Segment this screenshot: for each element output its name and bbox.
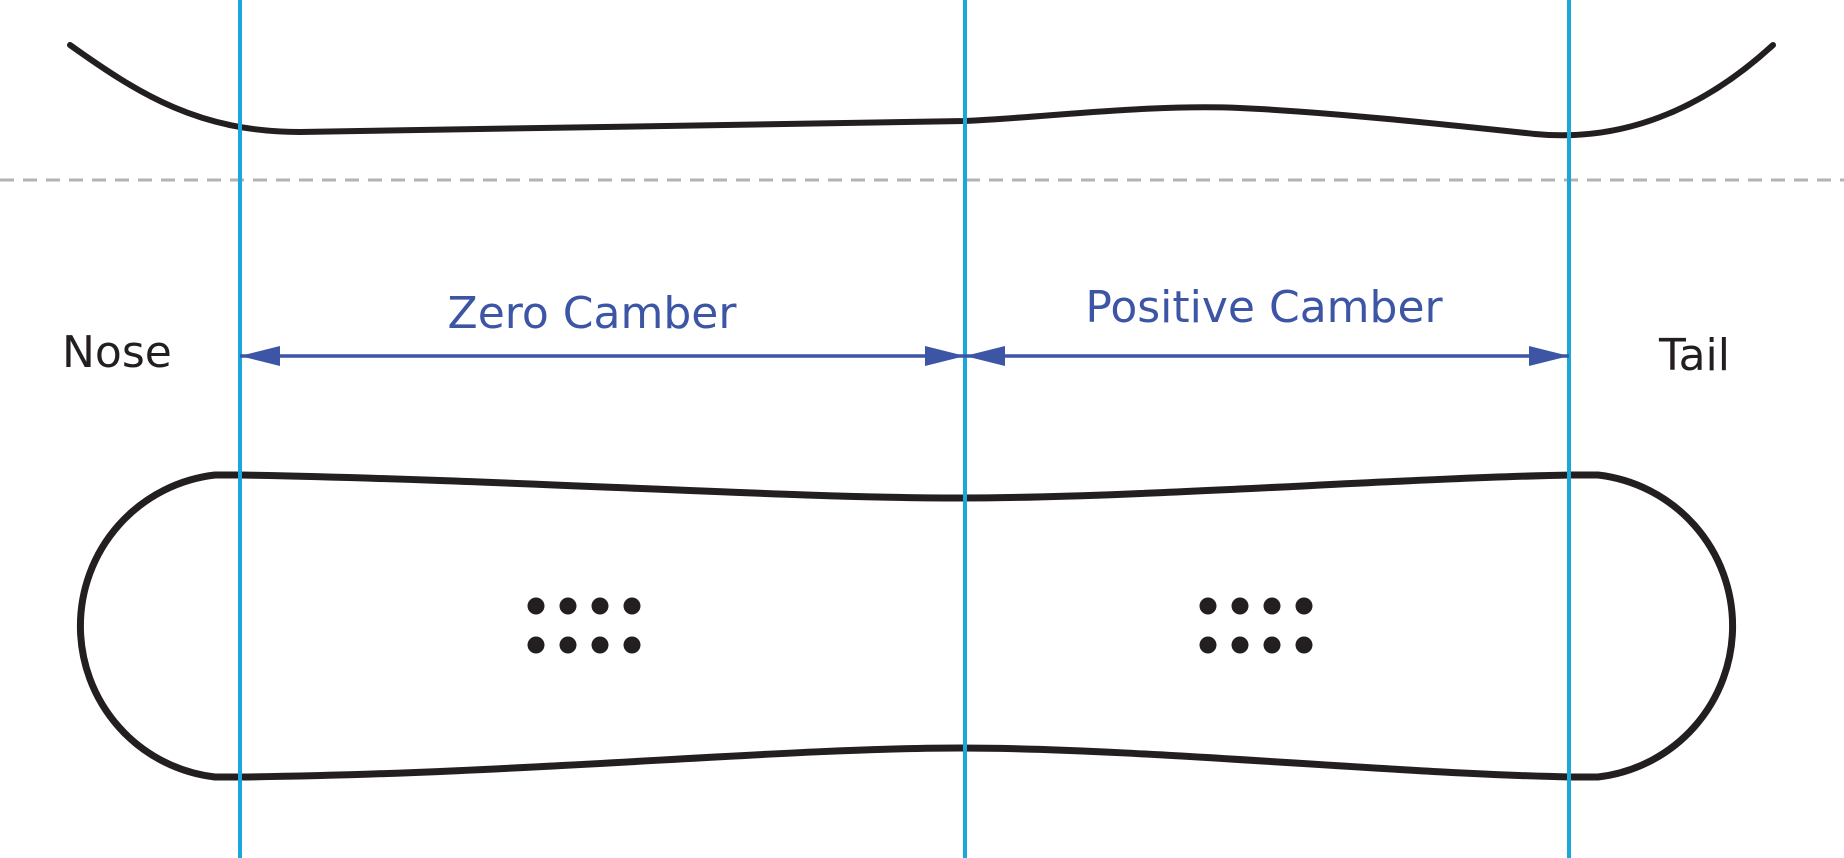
nose-label: Nose <box>62 327 172 378</box>
board-top-outline <box>76 471 1737 781</box>
positive-camber-label: Positive Camber <box>1085 282 1443 333</box>
rear-binding-inserts <box>1199 597 1313 654</box>
zero-camber-label: Zero Camber <box>448 288 738 339</box>
tail-label: Tail <box>1658 330 1730 381</box>
front-binding-inserts <box>527 597 641 654</box>
board-side-profile <box>67 42 1776 139</box>
